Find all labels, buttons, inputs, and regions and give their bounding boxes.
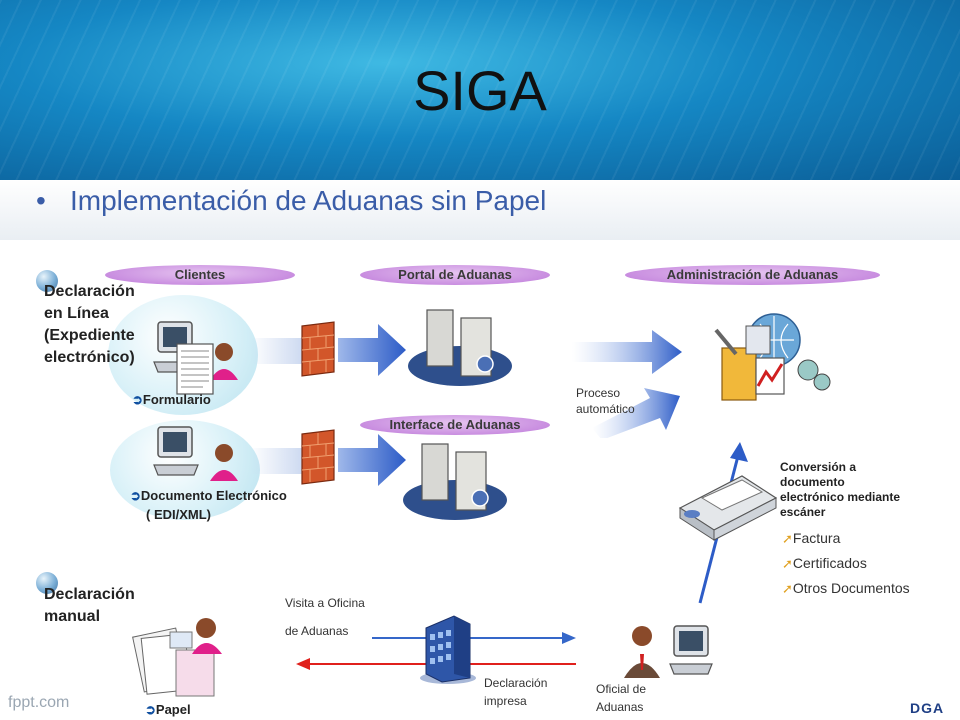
orb-online (36, 270, 58, 292)
beam (250, 448, 305, 474)
pill-clientes: Clientes (105, 265, 295, 285)
impresa-label-1: Declaración (484, 676, 548, 690)
page-title: SIGA (413, 59, 547, 122)
computer-icon (153, 426, 238, 481)
bullet-arrow-icon: ➚ (782, 581, 793, 596)
conversion-item-otros: ➚Otros Documentos (782, 580, 910, 596)
pill-administracion: Administración de Aduanas (625, 265, 880, 285)
conversion-text: Conversión a documento electrónico media… (780, 460, 901, 519)
firewall-icon (301, 321, 335, 377)
officer-computer-icon (624, 625, 713, 678)
papel-label: ➲Papel (145, 702, 191, 717)
beam (250, 338, 305, 364)
oficial-label-1: Oficial de (596, 682, 647, 696)
proceso-label-1: Proceso (576, 386, 621, 400)
online-label-4: electrónico) (44, 349, 135, 366)
document-icon (176, 343, 214, 395)
conversion-item-factura: ➚Factura (782, 530, 841, 546)
proceso-label-2: automático (576, 402, 635, 416)
dga-logo: DGA (910, 700, 945, 716)
online-label-3: (Expediente (44, 327, 135, 344)
bullet-marker: • (36, 185, 46, 216)
header-banner (0, 0, 960, 180)
arrow-right-icon (338, 324, 406, 376)
footer-watermark: fppt.com (8, 694, 70, 711)
visita-label-2: de Aduanas (285, 624, 349, 638)
pill-portal: Portal de Aduanas (360, 265, 550, 285)
manual-label-2: manual (44, 608, 101, 625)
subtitle-band (0, 180, 960, 240)
pill-interface: Interface de Aduanas (360, 415, 550, 435)
formulario-label: ➲Formulario (132, 392, 211, 407)
arrow-right-icon (338, 434, 406, 486)
visita-label-1: Visita a Oficina (285, 596, 365, 610)
bullet-arrow-icon: ➚ (782, 531, 793, 546)
subtitle: Implementación de Aduanas sin Papel (70, 185, 547, 216)
building-icon (420, 615, 476, 684)
edi-label: ( EDI/XML) (146, 507, 211, 522)
arrows-to-admin (572, 330, 682, 438)
paper-icon (132, 618, 222, 697)
firewall-icon (301, 429, 335, 485)
conversion-item-certificados: ➚Certificados (782, 555, 867, 571)
online-label-1: Declaración (44, 283, 135, 300)
orb-manual (36, 572, 58, 594)
documento-label: ➲Documento Electrónico (130, 488, 287, 503)
arrow-bullet-icon: ➲ (132, 392, 143, 407)
arrow-bullet-icon: ➲ (130, 488, 141, 503)
arrow-bullet-icon: ➲ (145, 702, 156, 717)
server-icon (408, 309, 512, 386)
scanner-icon (678, 475, 778, 541)
bullet-arrow-icon: ➚ (782, 556, 793, 571)
manual-label-1: Declaración (44, 586, 135, 603)
admin-tools-icon (714, 313, 831, 401)
impresa-label-2: impresa (484, 694, 527, 708)
online-label-2: en Línea (44, 305, 109, 322)
server-icon (403, 443, 507, 520)
oficial-label-2: Aduanas (596, 700, 644, 714)
